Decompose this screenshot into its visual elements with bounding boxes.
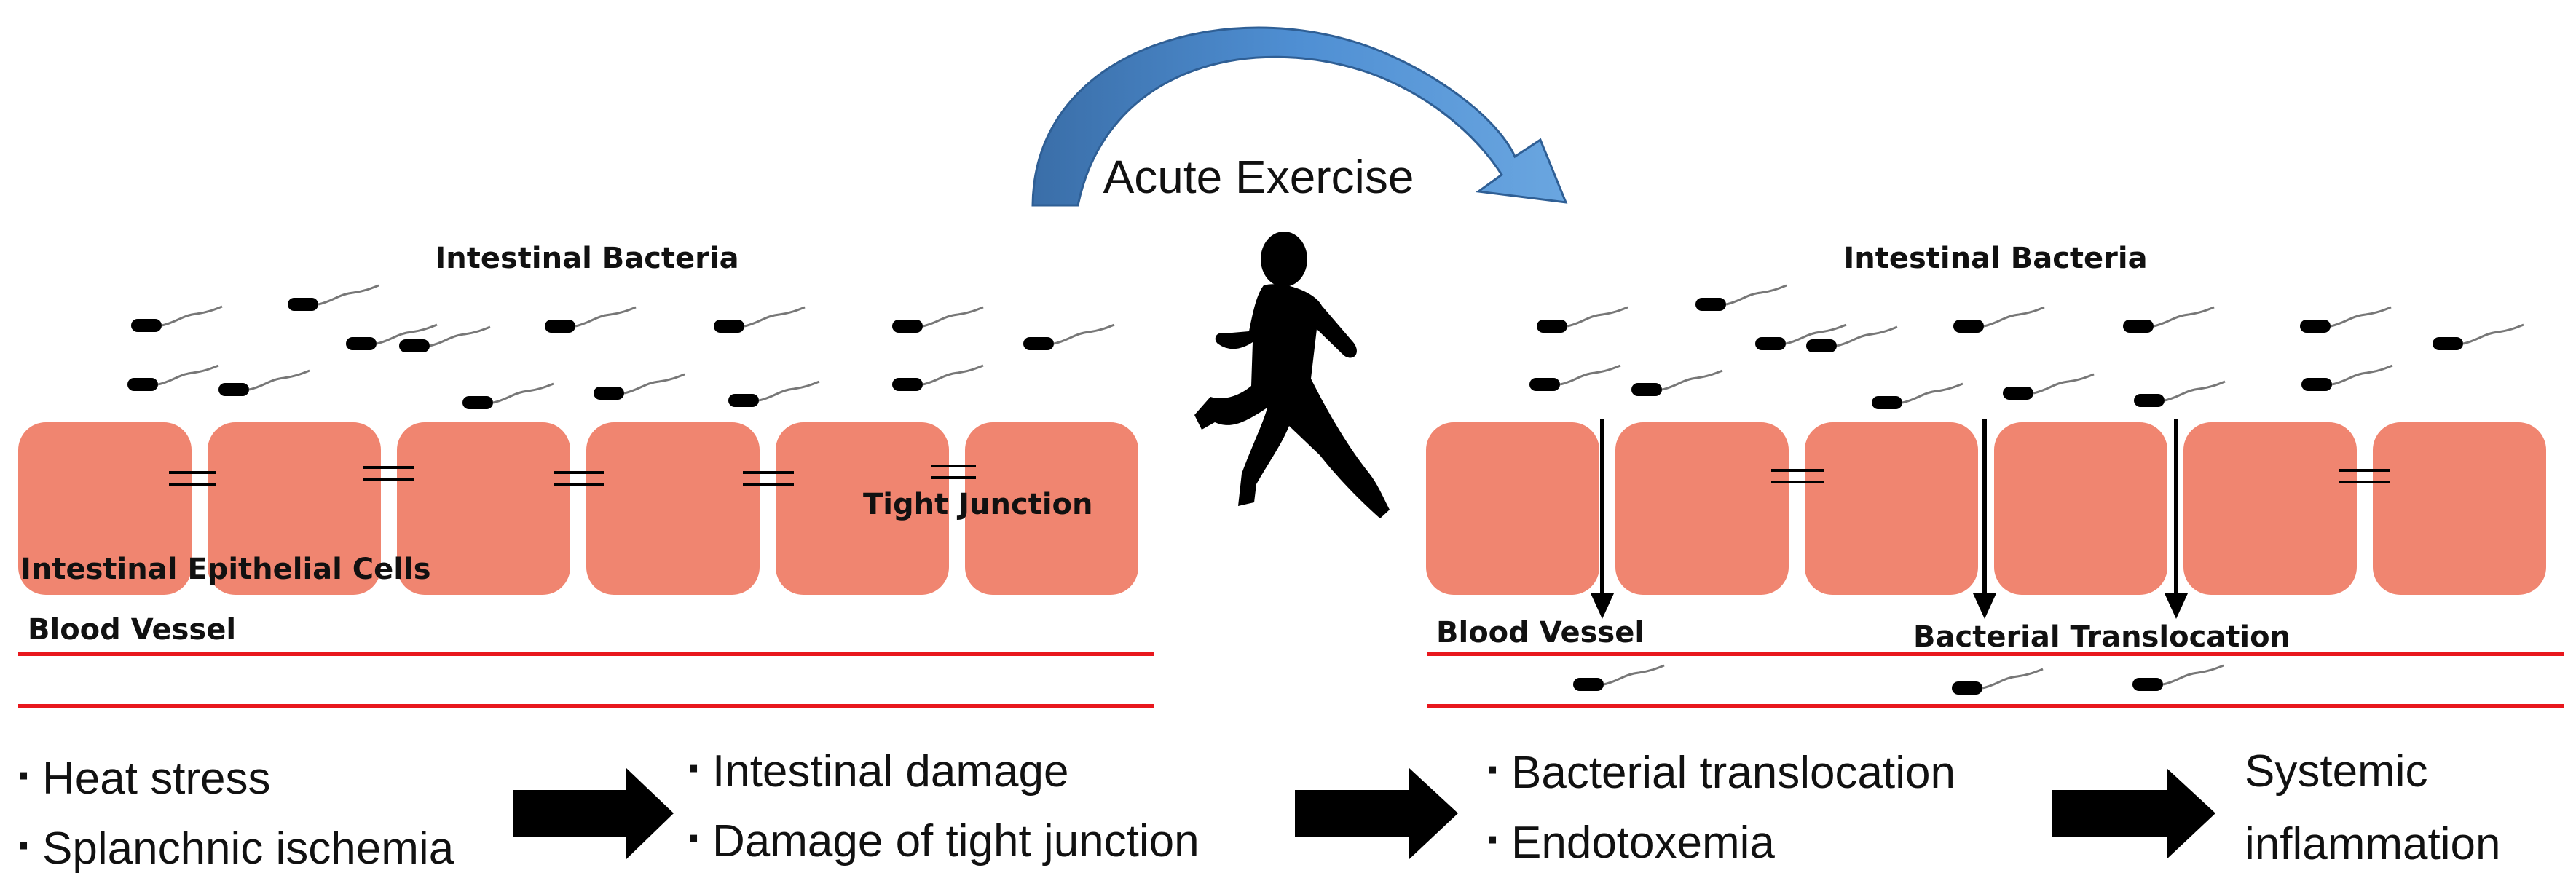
bacterium-icon: [2132, 664, 2224, 691]
bacterium-icon: [1952, 668, 2044, 695]
epithelial-cell: [18, 422, 192, 595]
bacterium-icon: [1023, 323, 1115, 350]
bacterium-icon: [892, 306, 984, 333]
svg-text:▪: ▪: [18, 759, 28, 791]
bacterium-icon: [399, 325, 491, 352]
svg-text:▪: ▪: [18, 829, 28, 861]
svg-text:▪: ▪: [1487, 823, 1497, 856]
stage-4-line-2: inflammation: [2245, 819, 2500, 869]
bacterium-icon: [1872, 382, 1963, 409]
right-blood-vessel: [1427, 652, 2564, 708]
right-blood-vessel-label: Blood Vessel: [1436, 616, 1645, 649]
bacterium-icon: [2123, 306, 2215, 333]
stage-3: ▪ Bacterial translocation ▪ Endotoxemia: [1487, 748, 1955, 868]
svg-text:▪: ▪: [688, 752, 698, 784]
bacterium-icon: [2300, 306, 2392, 333]
bacterium-icon: [2134, 380, 2226, 407]
left-epithelial-cells: [18, 422, 1138, 595]
left-tight-junctions: [169, 465, 976, 486]
bacterium-icon: [346, 323, 438, 350]
stage-2-line-2: Damage of tight junction: [712, 816, 1200, 866]
epithelial-cell: [1994, 422, 2167, 595]
bacterium-icon: [127, 364, 219, 391]
flow-arrow-3: [2052, 768, 2215, 859]
epithelial-cell: [208, 422, 381, 595]
stage-1: ▪ Heat stress ▪ Splanchnic ischemia: [18, 754, 454, 874]
bacterium-icon: [2301, 364, 2393, 391]
right-tight-junctions: [1771, 469, 2390, 483]
bacterium-icon: [1573, 664, 1665, 691]
vessel-bacteria-group: [1573, 664, 2224, 695]
bacterium-icon: [462, 382, 554, 409]
bacterium-icon: [1537, 306, 1628, 333]
left-bacteria-group: [127, 284, 1115, 409]
runner-icon: [1194, 232, 1390, 518]
bacterium-icon: [714, 306, 806, 333]
epithelial-cell: [2183, 422, 2357, 595]
stage-3-line-2: Endotoxemia: [1511, 818, 1775, 868]
epithelial-cell: [776, 422, 949, 595]
bacterium-icon: [1631, 369, 1723, 396]
bacterium-icon: [2433, 323, 2524, 350]
bacterium-icon: [1755, 323, 1847, 350]
stage-4: Systemic inflammation: [2245, 746, 2500, 869]
right-bacteria-group: [1529, 284, 2524, 409]
left-blood-vessel: [18, 652, 1154, 708]
bacterium-icon: [545, 306, 637, 333]
stage-2: ▪ Intestinal damage ▪ Damage of tight ju…: [688, 746, 1200, 866]
flow-arrow-1: [513, 768, 674, 859]
tight-junction-label: Tight Junction: [863, 488, 1093, 521]
svg-text:▪: ▪: [688, 822, 698, 854]
acute-exercise-curved-arrow: [1031, 26, 1568, 207]
bacterium-icon: [2003, 373, 2095, 400]
stage-2-line-1: Intestinal damage: [712, 746, 1068, 797]
bacterium-icon: [218, 369, 310, 396]
title-acute-exercise: Acute Exercise: [1103, 151, 1414, 203]
epithelial-cells-label: Intestinal Epithelial Cells: [20, 553, 431, 586]
bacterium-icon: [1529, 364, 1621, 391]
epithelial-cell: [965, 422, 1138, 595]
epithelial-cell: [1805, 422, 1978, 595]
right-bacteria-label: Intestinal Bacteria: [1843, 242, 2147, 275]
stage-4-line-1: Systemic: [2245, 746, 2427, 797]
bacterium-icon: [131, 305, 223, 332]
stage-1-line-1: Heat stress: [42, 754, 271, 804]
bacterium-icon: [288, 284, 379, 311]
epithelial-cell: [2373, 422, 2546, 595]
right-epithelial-cells: [1426, 422, 2546, 595]
bacterium-icon: [1953, 306, 2045, 333]
bacterium-icon: [594, 373, 685, 400]
bacterium-icon: [1695, 284, 1787, 311]
svg-text:▪: ▪: [1487, 754, 1497, 786]
epithelial-cell: [1426, 422, 1599, 595]
flow-arrow-2: [1295, 768, 1458, 859]
bacterium-icon: [1806, 325, 1898, 352]
bacterial-translocation-label: Bacterial Translocation: [1913, 620, 2291, 654]
bacterium-icon: [892, 364, 984, 391]
bacterium-icon: [728, 380, 820, 407]
epithelial-cell: [397, 422, 570, 595]
stage-1-line-2: Splanchnic ischemia: [42, 823, 454, 874]
left-blood-vessel-label: Blood Vessel: [28, 613, 236, 647]
epithelial-cell: [1615, 422, 1789, 595]
left-bacteria-label: Intestinal Bacteria: [435, 242, 738, 275]
translocation-arrows: [1591, 419, 2188, 619]
epithelial-cell: [586, 422, 760, 595]
stage-3-line-1: Bacterial translocation: [1511, 748, 1955, 798]
